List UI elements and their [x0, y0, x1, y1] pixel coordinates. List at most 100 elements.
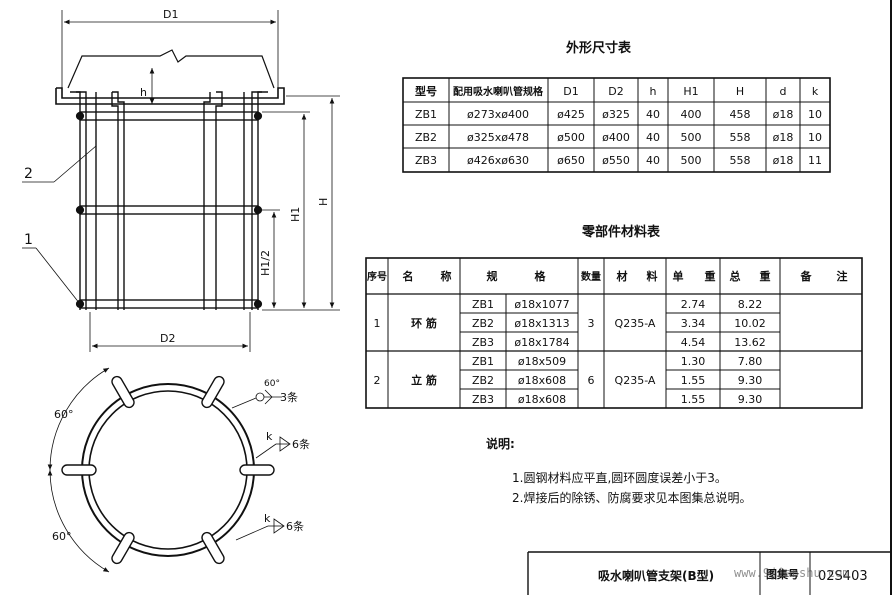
dim-cell: 40	[646, 108, 660, 121]
parts-header-name: 名	[403, 269, 414, 283]
dim-header-cell: d	[780, 85, 787, 98]
weld-tri-low	[273, 518, 285, 534]
dim-cell: ø425	[557, 108, 585, 121]
dim-header-cell: H1	[683, 85, 698, 98]
dim-cell: 10	[808, 131, 822, 144]
angle-arc-bottom	[47, 469, 110, 573]
callout-2-leader-diag	[53, 145, 97, 183]
ring-upper	[79, 111, 259, 121]
parts-row-total: 7.80	[738, 355, 763, 368]
ring-lower	[79, 299, 259, 309]
dim-cell: ø325xø478	[467, 131, 529, 144]
parts-group-no: 1	[374, 317, 381, 330]
weld-leader-mid	[255, 443, 277, 459]
parts-header-material: 材	[617, 269, 628, 283]
parts-row-spec: ø18x608	[518, 374, 566, 387]
h1-label: H1	[289, 207, 302, 222]
h1-half-label: H1/2	[259, 250, 272, 276]
dim-cell: ZB1	[415, 108, 437, 121]
dim-header-cell: k	[812, 85, 819, 98]
dim-cell: ZB3	[415, 154, 437, 167]
weld-dot	[75, 205, 85, 215]
h-label: H	[317, 198, 330, 206]
vertical-bar-3b	[203, 92, 211, 310]
ring-middle	[79, 205, 259, 215]
vertical-bar-2	[112, 91, 125, 310]
parts-row-spec: ø18x1313	[514, 317, 569, 330]
dim-cell: 400	[681, 108, 702, 121]
dim-cell: ZB2	[415, 131, 437, 144]
weld-dot	[253, 205, 263, 215]
bell-mouth-outline	[67, 49, 275, 89]
parts-header-no: 序号	[367, 270, 387, 283]
dim-cell: ø273xø400	[467, 108, 529, 121]
parts-header-spec: 格	[535, 269, 547, 283]
parts-row-total: 9.30	[738, 393, 763, 406]
angle-60-bottom-label: 60°	[52, 530, 72, 543]
dim-header-cell: 配用吸水喇叭管规格	[453, 85, 544, 98]
d2-label: D2	[160, 332, 175, 345]
dimension-table-title: 外形尺寸表	[565, 40, 632, 56]
parts-row-total: 9.30	[738, 374, 763, 387]
dim-cell: 558	[730, 154, 751, 167]
dim-cell: 500	[681, 131, 702, 144]
weld-leader-top	[231, 397, 257, 409]
dim-cell: ø650	[557, 154, 585, 167]
parts-header-spec: 规	[487, 269, 498, 283]
vertical-bar-1b	[70, 91, 81, 310]
weld-symbol-circle	[255, 392, 265, 402]
dim-cell: ø18	[773, 154, 794, 167]
parts-group-no: 2	[374, 374, 381, 387]
vertical-bar-3	[215, 91, 223, 310]
weld-dot	[253, 299, 263, 309]
parts-group-qty: 6	[588, 374, 595, 387]
dim-header-cell: D1	[563, 85, 578, 98]
dim-cell: ø18	[773, 131, 794, 144]
parts-row-model: ZB1	[472, 355, 494, 368]
note-item-1: 1.圆钢材料应平直,圆环圆度误差小于3。	[512, 470, 727, 485]
parts-header-total: 重	[760, 269, 771, 283]
parts-table-text: 序号 名 称 规 格 数量 材 料 单 重 总 重 备 注 1 环 筋 3 Q2…	[367, 269, 848, 406]
parts-group-name: 环 筋	[411, 316, 437, 330]
callout-2-label: 2	[24, 166, 33, 182]
dim-header-cell: D2	[608, 85, 623, 98]
weld-leader-low	[235, 525, 269, 541]
vertical-bar-4	[251, 91, 262, 310]
drawing-name: 吸水喇叭管支架(B型)	[598, 568, 714, 583]
parts-header-unit: 单	[673, 269, 684, 283]
weld-tri-mid	[279, 436, 291, 452]
notes-title: 说明:	[486, 436, 515, 451]
parts-row-spec: ø18x608	[518, 393, 566, 406]
parts-header-qty: 数量	[581, 270, 601, 283]
parts-row-unit: 1.55	[681, 374, 706, 387]
parts-header-total: 总	[730, 269, 741, 283]
parts-row-unit: 3.34	[681, 317, 706, 330]
angle-arc-top	[47, 367, 110, 471]
weld-top-count: 3条	[280, 390, 298, 404]
parts-header-remark: 注	[837, 269, 848, 283]
plan-ring-inner	[88, 390, 248, 550]
parts-row-model: ZB2	[472, 374, 494, 387]
h-small-label: h	[140, 86, 147, 99]
parts-row-spec: ø18x1077	[514, 298, 569, 311]
parts-header-name: 称	[441, 269, 452, 283]
dim-cell: 10	[808, 108, 822, 121]
dim-cell: ø550	[602, 154, 630, 167]
weld-tri-top	[264, 389, 273, 405]
atlas-label: 图集号	[766, 567, 799, 581]
weld-angle-label: 60°	[264, 379, 280, 389]
dim-header-cell: H	[736, 85, 744, 98]
parts-row-total: 8.22	[738, 298, 763, 311]
dim-cell: 40	[646, 154, 660, 167]
parts-row-unit: 1.30	[681, 355, 706, 368]
parts-row-unit: 2.74	[681, 298, 706, 311]
weld-k-low: k	[264, 512, 271, 525]
plan-view	[47, 367, 291, 573]
dim-cell: ø500	[557, 131, 585, 144]
parts-row-model: ZB3	[472, 393, 494, 406]
parts-row-model: ZB1	[472, 298, 494, 311]
dim-cell: 11	[808, 154, 822, 167]
dim-header-cell: h	[650, 85, 657, 98]
parts-header-material: 料	[647, 269, 658, 283]
